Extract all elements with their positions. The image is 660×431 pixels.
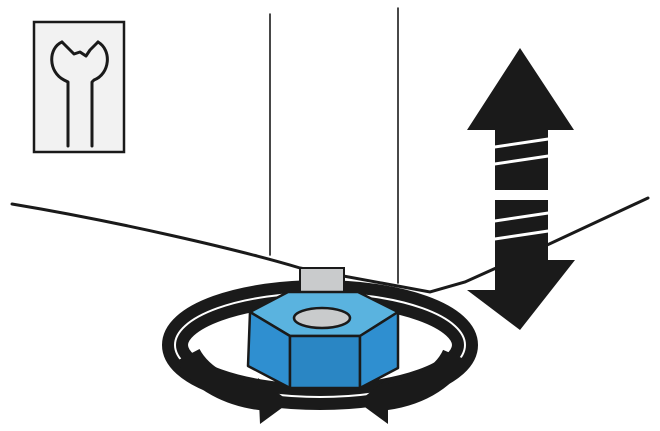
wrench-icon xyxy=(50,40,109,148)
hex-nut xyxy=(246,290,400,390)
up-down-arrow-icon xyxy=(467,48,575,330)
tool-icon-box xyxy=(32,20,126,154)
rotation-front xyxy=(176,348,467,424)
